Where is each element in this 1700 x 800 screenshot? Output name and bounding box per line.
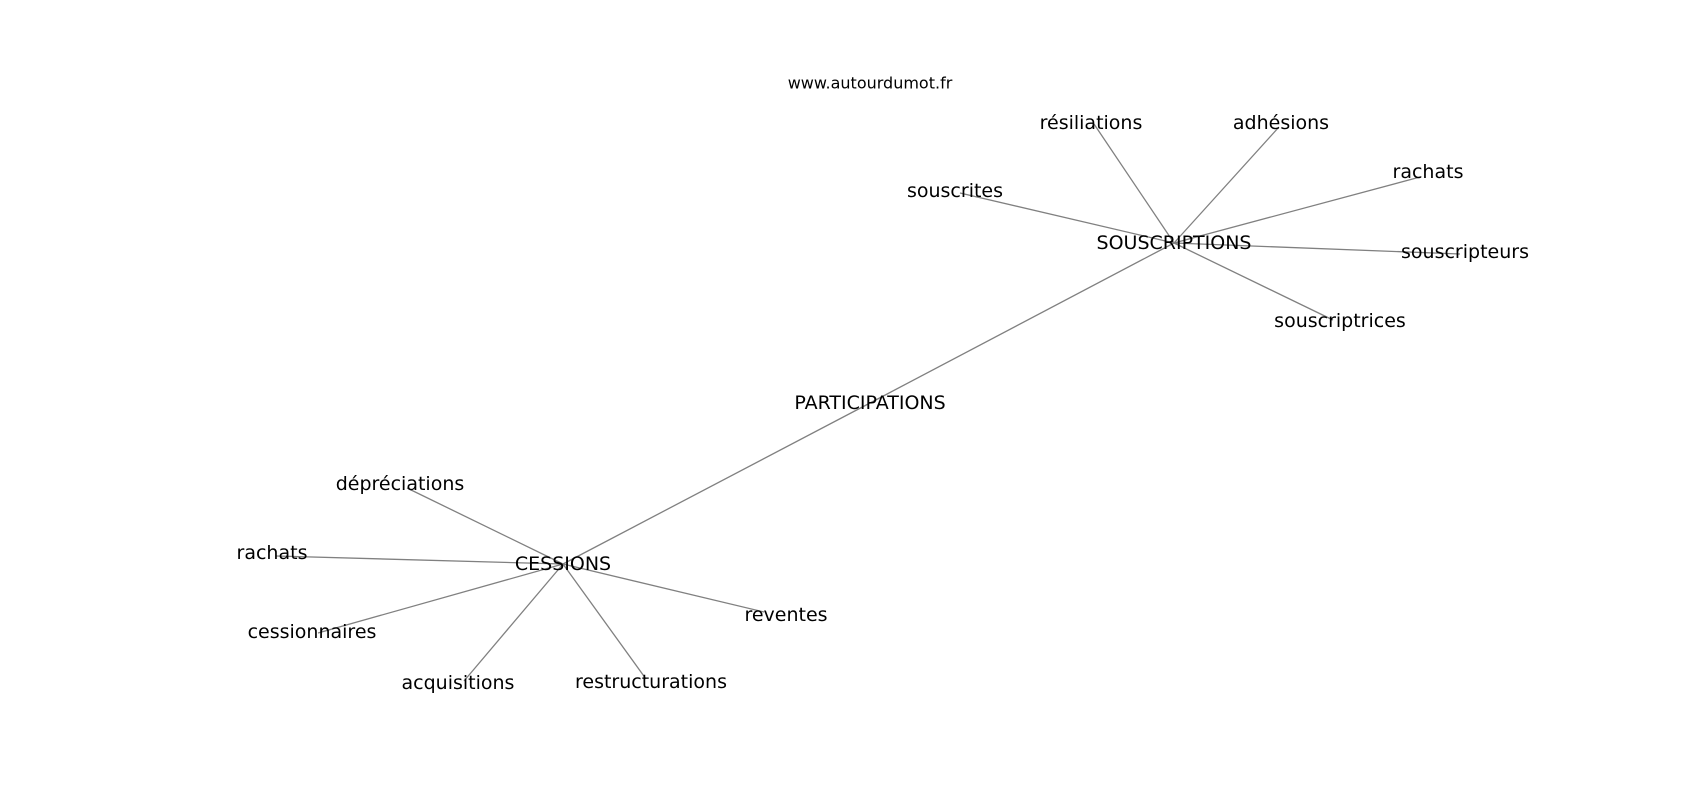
edge-souscriptions-leaf (1173, 176, 1421, 244)
leaf-node-label: dépréciations (336, 473, 465, 495)
root-node-label: PARTICIPATIONS (794, 392, 945, 414)
edge-cessions-leaf (317, 563, 564, 634)
edge-cessions-leaf (406, 487, 564, 565)
edge-cessions-leaf (562, 563, 647, 680)
leaf-node-label: restructurations (575, 671, 727, 693)
edge-souscriptions-leaf (959, 192, 1175, 244)
leaf-node-label: souscriptrices (1274, 310, 1406, 332)
leaf-node-label: reventes (744, 604, 827, 626)
leaf-node-label: rachats (237, 542, 308, 564)
edge-souscriptions-leaf (1173, 242, 1334, 321)
edge-root-cessions (562, 402, 871, 565)
edge-souscriptions-leaf (1173, 126, 1280, 244)
edge-root-souscriptions (869, 242, 1175, 404)
edges-layer (275, 123, 1461, 682)
leaf-node-label: résiliations (1040, 112, 1143, 134)
edge-cessions-leaf (463, 563, 564, 682)
edge-cessions-leaf (275, 555, 564, 565)
labels-layer: www.autourdumot.fr PARTICIPATIONS SOUSCRI… (237, 74, 1529, 695)
leaf-node-label: rachats (1393, 161, 1464, 183)
hub-node-label-cessions: CESSIONS (515, 553, 611, 575)
hub-node-label-souscriptions: SOUSCRIPTIONS (1097, 232, 1252, 254)
leaf-node-label: cessionnaires (248, 621, 377, 643)
leaf-node-label: adhésions (1233, 112, 1329, 134)
edge-souscriptions-leaf (1173, 242, 1461, 255)
edge-souscriptions-leaf (1093, 123, 1175, 244)
leaf-node-label: souscrites (907, 180, 1003, 202)
watermark: www.autourdumot.fr (788, 74, 953, 93)
edge-cessions-leaf (562, 563, 765, 613)
leaf-node-label: acquisitions (402, 672, 515, 694)
leaf-node-label: souscripteurs (1401, 241, 1529, 263)
